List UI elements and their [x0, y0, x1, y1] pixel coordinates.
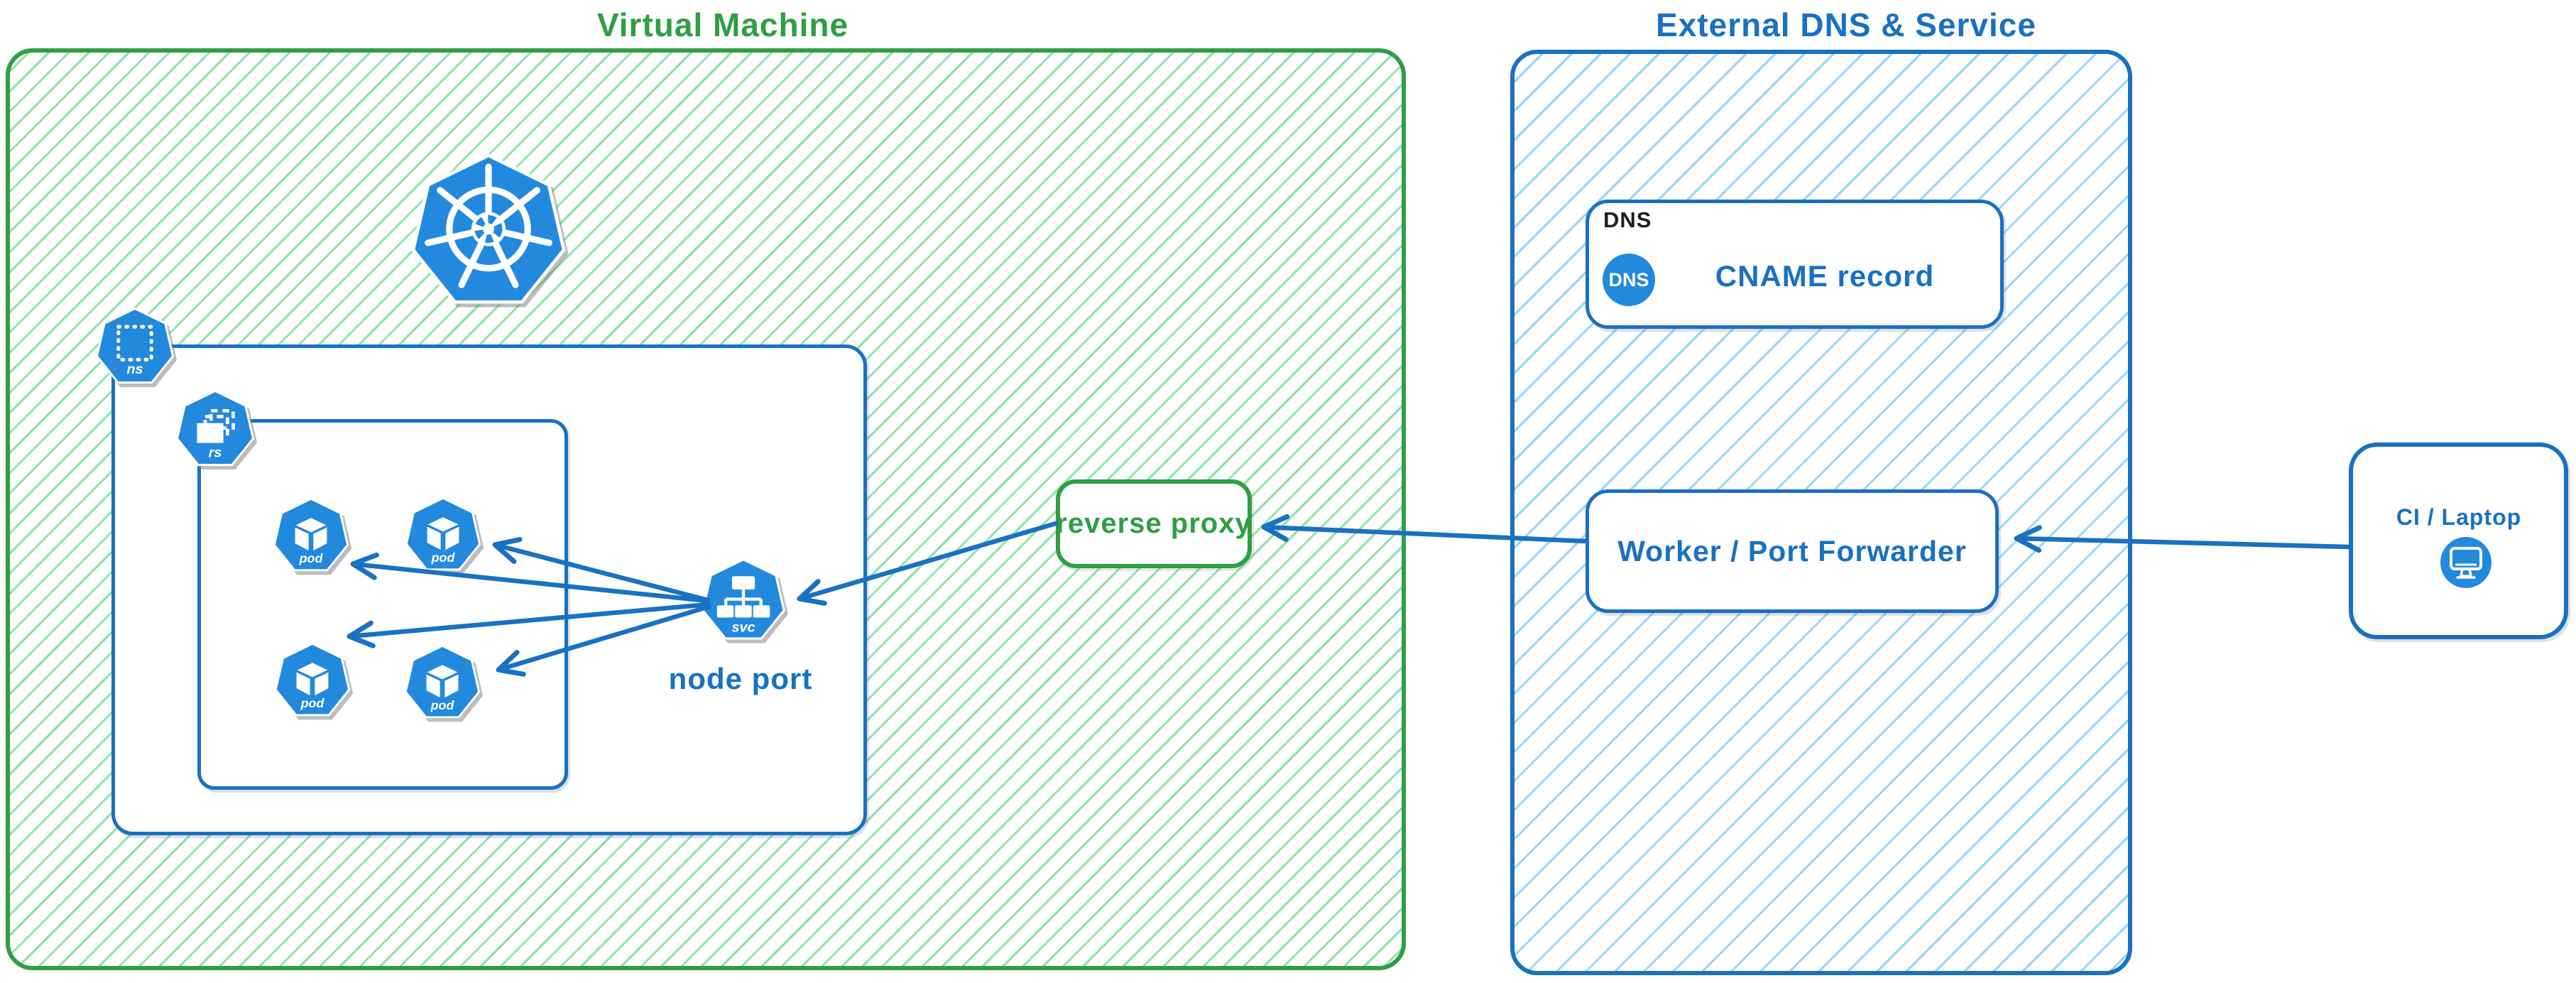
- pod-icon-3: pod: [274, 642, 351, 717]
- dns-record-box: [1586, 200, 2004, 329]
- dns-tag-label: DNS: [1603, 207, 1652, 232]
- pod-icon-1: pod: [273, 497, 349, 572]
- vm-title: Virtual Machine: [596, 6, 849, 43]
- pod-icon-2: pod: [405, 496, 481, 571]
- pod-icon-label: pod: [299, 551, 324, 565]
- namespace-icon: ns: [95, 307, 175, 384]
- external-title: External DNS & Service: [1656, 6, 2036, 43]
- namespace-icon-label: ns: [127, 362, 143, 377]
- ci-laptop-box: [2349, 442, 2568, 639]
- replicaset-icon-label: rs: [209, 445, 222, 460]
- replicaset-icon: rs: [175, 389, 255, 466]
- pod-icon-label: pod: [430, 698, 455, 712]
- ci-laptop-label: CI / Laptop: [2396, 504, 2522, 530]
- pod-icon-4: pod: [404, 644, 481, 719]
- dns-badge-label: DNS: [1608, 268, 1649, 290]
- pod-icon-label: pod: [300, 696, 325, 710]
- reverse-proxy-label: reverse proxy: [1056, 508, 1252, 539]
- dns-badge-icon: DNS: [1603, 254, 1655, 306]
- worker-box: Worker / Port Forwarder: [1586, 489, 1999, 613]
- reverse-proxy-box: reverse proxy: [1056, 479, 1252, 568]
- laptop-icon: [2440, 537, 2492, 588]
- service-icon-label: svc: [731, 619, 755, 635]
- cname-record-label: CNAME record: [1715, 259, 1935, 293]
- node-port-label: node port: [668, 662, 813, 695]
- pod-icon-label: pod: [431, 550, 456, 565]
- kubernetes-logo-icon: [411, 153, 566, 304]
- replicaset-box: [197, 419, 568, 790]
- worker-label: Worker / Port Forwarder: [1617, 534, 1967, 567]
- service-icon: svc: [702, 558, 785, 640]
